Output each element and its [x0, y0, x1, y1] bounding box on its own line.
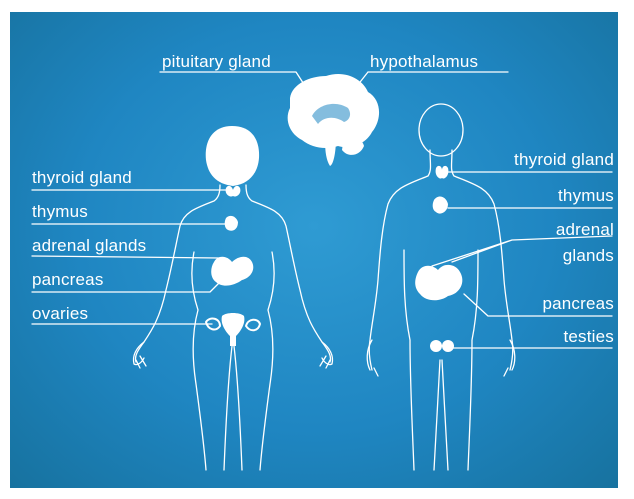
male-thymus-label: thymus [558, 186, 614, 206]
pituitary-gland-label: pituitary gland [162, 52, 271, 72]
brain-stem [325, 134, 336, 166]
hypothalamus-label: hypothalamus [370, 52, 478, 72]
male-thyroid-label: thyroid gland [514, 150, 614, 170]
female-thymus-label: thymus [32, 202, 88, 222]
female-pancreas-label: pancreas [32, 270, 104, 290]
male-adrenal-pancreas [415, 265, 462, 300]
female-adrenal-label: adrenal glands [32, 236, 146, 256]
male-right-testis [442, 340, 454, 352]
male-left-hand [367, 340, 378, 376]
female-left-hand [133, 342, 146, 368]
female-thymus [225, 216, 238, 231]
female-thyroid [226, 186, 241, 197]
female-head [206, 126, 259, 186]
female-thyroid-label: thyroid gland [32, 168, 132, 188]
male-head-outline [419, 104, 463, 156]
female-right-ovary [246, 320, 260, 331]
female-right-hand [320, 342, 333, 368]
male-right-hand [504, 340, 515, 376]
male-thyroid [436, 166, 449, 179]
male-adrenal-label-line1: adrenal [556, 220, 614, 240]
female-ovaries-uterus [222, 313, 245, 346]
male-thymus [433, 197, 448, 214]
female-adrenal-pancreas [211, 257, 253, 286]
male-pancreas-label: pancreas [542, 294, 614, 314]
male-adrenal-label-line2: glands [563, 246, 614, 266]
male-left-testis [430, 340, 442, 352]
male-testes-label: testies [563, 327, 614, 347]
leader-female-adrenal [32, 256, 220, 258]
female-ovaries-label: ovaries [32, 304, 88, 324]
